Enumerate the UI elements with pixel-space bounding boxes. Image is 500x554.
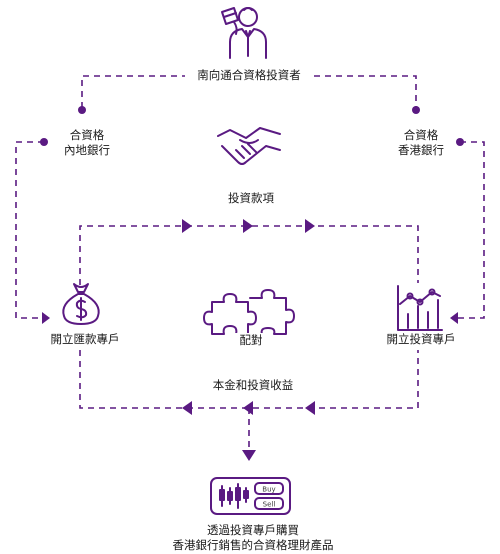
hk-arrow (450, 312, 458, 324)
mainland-arrow (42, 312, 50, 324)
buy-label: Buy (262, 486, 275, 494)
returns-arrow-1 (182, 401, 192, 415)
investor-label: 南向通合資格投資者 (185, 68, 313, 83)
hk-connector (458, 141, 485, 319)
matching-label: 配對 (230, 333, 272, 348)
funds-arrow-2 (243, 219, 253, 233)
hk-bank-line2: 香港銀行 (398, 143, 444, 157)
mainland-bank-line2: 內地銀行 (64, 143, 110, 157)
handshake-icon (217, 127, 281, 165)
mainland-dot (40, 138, 48, 146)
remittance-account-label: 開立匯款專戶 (38, 332, 132, 347)
funds-flow (79, 225, 419, 285)
returns-arrow-3 (305, 401, 315, 415)
returns-arrow-2 (243, 401, 253, 415)
purchase-line2: 香港銀行銷售的合資格理財產品 (172, 538, 334, 552)
investor-icon (221, 7, 267, 59)
puzzle-icon (203, 289, 295, 335)
purchase-arrow (242, 450, 256, 461)
mainland-bank-line1: 合資格 (69, 128, 105, 142)
investment-funds-label: 投資款項 (218, 191, 284, 206)
purchase-line1: 透過投資專戶購買 (207, 523, 299, 537)
sell-label: Sell (263, 501, 276, 509)
hk-dot (456, 138, 464, 146)
investment-account-label: 開立投資專戶 (374, 332, 468, 347)
money-bag-icon (62, 283, 100, 325)
investor-left-dot (78, 106, 86, 114)
investor-right-dot (412, 106, 420, 114)
funds-arrow-1 (182, 219, 192, 233)
hk-bank-line1: 合資格 (403, 128, 439, 142)
mainland-bank-label: 合資格 內地銀行 (54, 128, 120, 158)
mainland-connector (15, 141, 44, 319)
chart-icon (397, 285, 443, 331)
purchase-label: 透過投資專戶購買 香港銀行銷售的合資格理財產品 (160, 523, 346, 553)
returns-label: 本金和投資收益 (198, 378, 308, 393)
funds-arrow-3 (305, 219, 315, 233)
buy-sell-icon (210, 477, 291, 515)
hk-bank-label: 合資格 香港銀行 (386, 128, 456, 158)
